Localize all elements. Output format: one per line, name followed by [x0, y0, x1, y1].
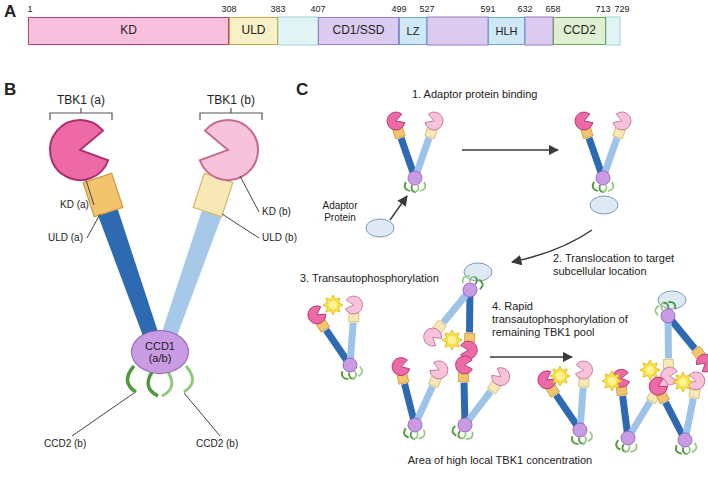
ccd1-circle: CCD1 (a/b)	[131, 330, 189, 374]
coiled-coil-b	[160, 204, 224, 344]
residue-number: 729	[607, 4, 637, 15]
linker-segment	[606, 17, 620, 45]
node-text: ULD	[241, 24, 265, 37]
leader-line	[184, 393, 220, 436]
adaptor-protein	[464, 263, 492, 281]
adaptor-protein	[658, 291, 686, 309]
bracket	[50, 108, 112, 120]
phospho-star	[640, 360, 660, 380]
step-arrow	[462, 149, 558, 151]
ccd2-arc	[148, 372, 158, 396]
residue-number: 591	[473, 4, 503, 15]
domain-label: ULD (a)	[48, 232, 93, 244]
residue-number: 658	[538, 4, 568, 15]
domain-box: ULD	[229, 17, 278, 45]
node-text: KD	[120, 24, 137, 37]
bracket	[200, 108, 262, 120]
domain-label: ULD (b)	[262, 232, 307, 244]
residue-number: 499	[384, 4, 414, 15]
step-arrow	[490, 356, 572, 358]
leader-line	[222, 214, 259, 238]
phospho-star	[323, 295, 343, 315]
kinase-domain-a	[45, 116, 111, 185]
domain-box: CD1/SSD	[318, 17, 399, 45]
tbk1-dimer	[384, 110, 445, 192]
node-text: CCD1 (a/b)	[141, 340, 179, 364]
uld-a	[83, 173, 123, 217]
molecule-label: Adaptor Protein	[310, 200, 370, 224]
domain-box: HLH	[488, 17, 525, 45]
leader-line	[240, 176, 259, 212]
domain-box: LZ	[399, 17, 427, 45]
kinase-domain-b	[197, 116, 263, 185]
linker-segment	[427, 17, 488, 45]
phospho-star	[673, 372, 693, 392]
domain-label: KD (b)	[262, 206, 307, 218]
panel-letter: C	[296, 80, 316, 100]
molecule-label: TBK1 (a)	[41, 93, 121, 107]
tbk1-dimer	[383, 354, 451, 441]
step-arrow	[390, 196, 407, 220]
node-text: LZ	[407, 25, 420, 37]
domain-label: CCD2 (b)	[44, 438, 99, 450]
node-text: CD1/SSD	[332, 24, 384, 37]
domain-label: CCD2 (b)	[196, 438, 251, 450]
residue-number: 1	[15, 4, 45, 15]
phospho-star	[442, 330, 462, 350]
adaptor-protein	[590, 196, 618, 214]
node-text: HLH	[495, 25, 517, 37]
domain-label: KD (a)	[60, 199, 105, 211]
tbk1-dimer	[432, 351, 515, 448]
adaptor-protein	[366, 219, 394, 237]
tbk1-dimer	[303, 291, 383, 386]
residue-number: 383	[263, 4, 293, 15]
region-label: Area of high local TBK1 concentration	[370, 454, 630, 467]
residue-number: 407	[303, 4, 333, 15]
residue-number: 713	[588, 4, 618, 15]
domain-box: CCD2	[553, 17, 606, 45]
residue-number: 308	[214, 4, 244, 15]
linker-segment	[525, 17, 553, 45]
tbk1-dimer	[572, 110, 633, 192]
molecule-label: TBK1 (b)	[191, 93, 271, 107]
ccd2-arc	[127, 366, 136, 392]
step-text: 2. Translocation to target subcellular l…	[553, 252, 698, 278]
phospho-star	[550, 366, 570, 386]
tbk1-dimer	[533, 356, 613, 451]
ccd2-arc	[184, 366, 193, 392]
phospho-star	[602, 371, 622, 391]
step-text: 3. Transautophosphorylation	[300, 272, 480, 285]
coiled-coil-a	[96, 204, 160, 344]
panel-letter: B	[4, 80, 24, 100]
residue-number: 632	[510, 4, 540, 15]
node-text: CCD2	[563, 24, 596, 37]
linker-segment	[278, 17, 318, 45]
leader-line	[87, 214, 100, 238]
domain-box: KD	[28, 17, 229, 45]
ccd2-arc	[162, 372, 172, 396]
residue-number: 527	[412, 4, 442, 15]
tbk1-dimer	[645, 368, 708, 458]
step-text: 1. Adaptor protein binding	[412, 88, 592, 101]
leader-line	[72, 393, 134, 436]
panel-letter: A	[4, 2, 24, 22]
step-text: 4. Rapid transautophosphorylation of rem…	[492, 300, 652, 340]
